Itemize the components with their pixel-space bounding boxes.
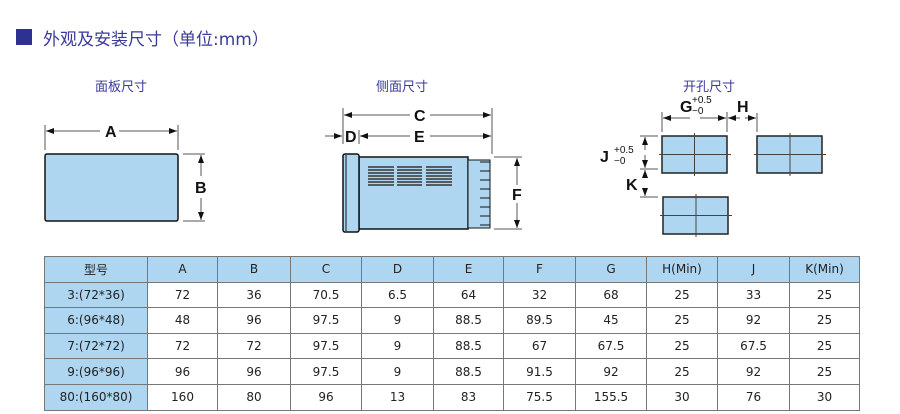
- value-cell: 36: [217, 281, 291, 309]
- value-cell: 83: [433, 383, 504, 411]
- g-tol-plus: +0.5: [692, 95, 712, 106]
- value-cell: 97.5: [290, 358, 362, 385]
- value-cell: 97.5: [290, 307, 362, 334]
- value-cell: 25: [789, 307, 860, 334]
- value-cell: 96: [217, 307, 291, 334]
- value-cell: 89.5: [503, 307, 576, 334]
- square-bullet-icon: [16, 29, 32, 45]
- value-cell: 32: [503, 281, 576, 309]
- value-cell: 72: [217, 332, 291, 360]
- j-tol-minus: −0: [614, 156, 626, 167]
- column-header: K(Min): [789, 256, 860, 283]
- value-cell: 67.5: [575, 332, 647, 360]
- panel-title: 面板尺寸: [95, 80, 148, 95]
- column-header: A: [147, 256, 218, 283]
- value-cell: 68: [575, 281, 647, 309]
- value-cell: 96: [147, 358, 218, 385]
- cutout-title: 开孔尺寸: [683, 80, 736, 95]
- column-header: F: [503, 256, 576, 283]
- value-cell: 64: [433, 281, 504, 309]
- value-cell: 25: [646, 332, 718, 360]
- dim-c-label: C: [414, 108, 426, 125]
- value-cell: 67.5: [717, 332, 790, 360]
- value-cell: 155.5: [575, 383, 647, 411]
- dim-a-label: A: [105, 124, 117, 141]
- column-header: H(Min): [646, 256, 718, 283]
- value-cell: 48: [147, 307, 218, 334]
- model-cell: 7:(72*72): [44, 332, 148, 360]
- value-cell: 9: [361, 332, 434, 360]
- value-cell: 80: [217, 383, 291, 411]
- column-header: E: [433, 256, 504, 283]
- dim-j-label: J: [600, 149, 609, 166]
- model-cell: 80:(160*80): [44, 383, 148, 411]
- value-cell: 92: [575, 358, 647, 385]
- value-cell: 33: [717, 281, 790, 309]
- model-cell: 3:(72*36): [44, 281, 148, 309]
- value-cell: 70.5: [290, 281, 362, 309]
- value-cell: 96: [290, 383, 362, 411]
- j-tol-plus: +0.5: [614, 145, 634, 156]
- value-cell: 30: [646, 383, 718, 411]
- side-drawing: [325, 108, 522, 233]
- value-cell: 25: [789, 332, 860, 360]
- value-cell: 25: [789, 358, 860, 385]
- dim-b-label: B: [195, 180, 207, 197]
- value-cell: 92: [717, 307, 790, 334]
- dim-d-label: D: [345, 129, 357, 146]
- column-header: J: [717, 256, 790, 283]
- value-cell: 96: [217, 358, 291, 385]
- column-header: 型号: [44, 256, 148, 283]
- value-cell: 92: [717, 358, 790, 385]
- value-cell: 97.5: [290, 332, 362, 360]
- column-header: D: [361, 256, 434, 283]
- dim-e-label: E: [414, 129, 425, 146]
- value-cell: 25: [646, 358, 718, 385]
- value-cell: 6.5: [361, 281, 434, 309]
- g-tol-minus: −0: [692, 106, 704, 117]
- value-cell: 25: [646, 307, 718, 334]
- value-cell: 13: [361, 383, 434, 411]
- value-cell: 45: [575, 307, 647, 334]
- panel-drawing: [44, 125, 205, 222]
- model-cell: 9:(96*96): [44, 358, 148, 385]
- value-cell: 88.5: [433, 332, 504, 360]
- column-header: C: [290, 256, 362, 283]
- section-title-text: 外观及安装尺寸（单位:mm）: [43, 29, 269, 50]
- value-cell: 25: [646, 281, 718, 309]
- section-title: 外观及安装尺寸（单位:mm）: [16, 26, 269, 50]
- value-cell: 75.5: [503, 383, 576, 411]
- value-cell: 9: [361, 358, 434, 385]
- column-header: G: [575, 256, 647, 283]
- value-cell: 88.5: [433, 307, 504, 334]
- side-title: 侧面尺寸: [376, 80, 429, 95]
- value-cell: 67: [503, 332, 576, 360]
- value-cell: 72: [147, 281, 218, 309]
- value-cell: 160: [147, 383, 218, 411]
- dim-f-label: F: [512, 187, 522, 204]
- dim-k-label: K: [626, 177, 638, 194]
- value-cell: 72: [147, 332, 218, 360]
- value-cell: 88.5: [433, 358, 504, 385]
- cutout-drawing: [640, 112, 826, 237]
- model-cell: 6:(96*48): [44, 307, 148, 334]
- value-cell: 30: [789, 383, 860, 411]
- value-cell: 91.5: [503, 358, 576, 385]
- dim-g-label: G: [680, 99, 692, 116]
- value-cell: 76: [717, 383, 790, 411]
- value-cell: 9: [361, 307, 434, 334]
- dim-h-label: H: [737, 99, 749, 116]
- dimension-diagrams: A B C D E F G +0.5 −0 H J +0.5 −0 K: [44, 95, 826, 237]
- value-cell: 25: [789, 281, 860, 309]
- column-header: B: [217, 256, 291, 283]
